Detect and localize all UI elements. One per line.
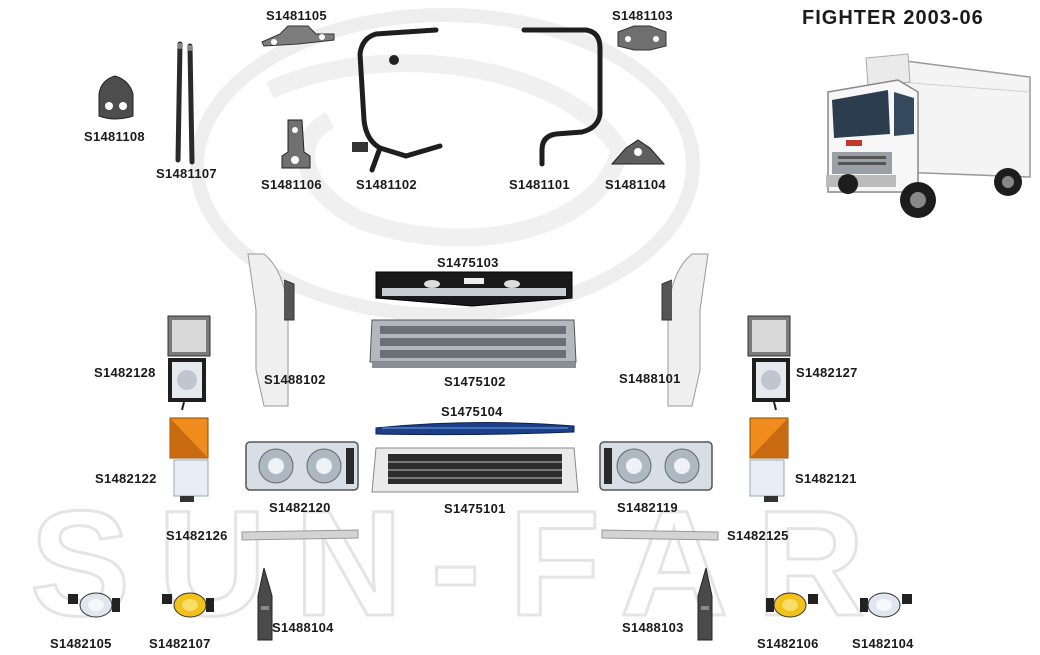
bracket-s1481106 [281, 119, 311, 169]
mirror-stay-s1481101 [521, 27, 603, 167]
upper-garnish-s1475103 [375, 271, 573, 307]
part-label-s1481102: S1481102 [356, 177, 417, 192]
lower-strip-s1482125 [601, 529, 719, 541]
part-label-s1482125: S1482125 [727, 528, 789, 543]
part-label-s1482127: S1482127 [796, 365, 858, 380]
headlamp-s1482119 [599, 441, 713, 491]
part-label-s1482105: S1482105 [50, 636, 112, 651]
fog-lamp-s1482107 [162, 592, 214, 618]
part-label-s1475101: S1475101 [444, 501, 506, 516]
part-label-s1482106: S1482106 [757, 636, 819, 651]
part-label-s1475103: S1475103 [437, 255, 499, 270]
part-label-s1481105: S1481105 [266, 8, 327, 23]
fog-lamp-s1482105 [68, 592, 120, 618]
part-label-s1475104: S1475104 [441, 404, 503, 419]
watermark-swirl [266, 54, 630, 247]
clearance-lamp-s1482127 [747, 315, 791, 411]
mirror-stay-s1481102 [352, 27, 443, 173]
truck-illustration [826, 53, 1031, 218]
part-label-s1475102: S1475102 [444, 374, 506, 389]
bracket-s1481105 [261, 25, 335, 47]
part-label-s1482120: S1482120 [269, 500, 331, 515]
turn-lamp-s1482122 [169, 417, 209, 502]
turn-lamp-s1482121 [749, 417, 789, 502]
part-label-s1482122: S1482122 [95, 471, 157, 486]
part-label-s1481108: S1481108 [84, 129, 145, 144]
corner-panel-s1488101 [661, 253, 709, 407]
part-label-s1488101: S1488101 [619, 371, 681, 386]
part-label-s1482126: S1482126 [166, 528, 228, 543]
part-label-s1481101: S1481101 [509, 177, 570, 192]
front-grille-s1475101 [371, 447, 579, 493]
step-panel-s1488104 [257, 567, 273, 641]
part-label-s1482107: S1482107 [149, 636, 211, 651]
part-label-s1481106: S1481106 [261, 177, 322, 192]
part-label-s1482128: S1482128 [94, 365, 156, 380]
fog-lamp-s1482104 [860, 592, 912, 618]
watermark-text: SUN-FAR [30, 479, 893, 647]
corner-panel-s1488102 [247, 253, 295, 407]
headlamp-s1482120 [245, 441, 359, 491]
chrome-grille-s1475102 [369, 319, 577, 368]
bracket-s1481108 [98, 75, 134, 120]
lower-strip-s1482126 [241, 529, 359, 541]
blue-strip-s1475104 [375, 421, 575, 436]
page-title: FIGHTER 2003-06 [802, 7, 984, 29]
fog-lamp-s1482106 [766, 592, 818, 618]
part-label-s1481103: S1481103 [612, 8, 673, 23]
stay-rods-s1481107 [175, 41, 195, 165]
part-label-s1481104: S1481104 [605, 177, 666, 192]
bracket-s1481104 [610, 139, 666, 165]
part-label-s1488103: S1488103 [622, 620, 684, 635]
part-label-s1488104: S1488104 [272, 620, 334, 635]
watermark-circle [190, 8, 700, 322]
clearance-lamp-s1482128 [167, 315, 211, 411]
bracket-s1481103 [617, 25, 667, 51]
step-panel-s1488103 [697, 567, 713, 641]
part-label-s1488102: S1488102 [264, 372, 326, 387]
part-label-s1482104: S1482104 [852, 636, 914, 651]
part-label-s1481107: S1481107 [156, 166, 217, 181]
part-label-s1482121: S1482121 [795, 471, 857, 486]
part-label-s1482119: S1482119 [617, 500, 678, 515]
